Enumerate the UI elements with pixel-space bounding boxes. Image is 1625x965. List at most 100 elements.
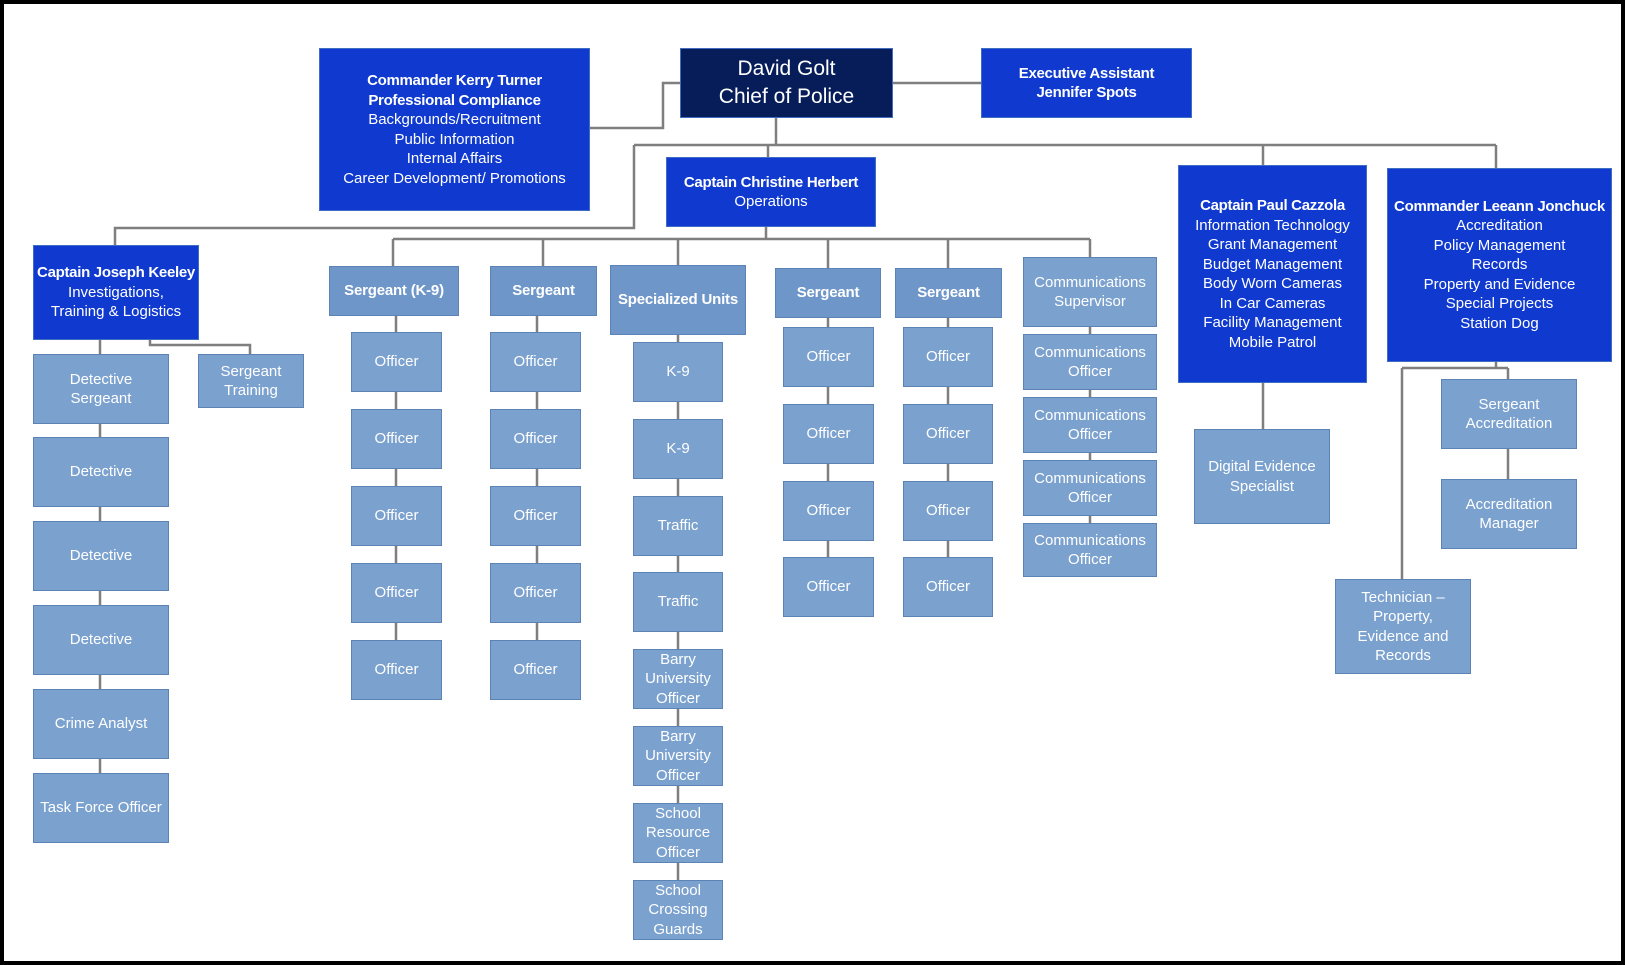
officer-box: Officer [783, 404, 874, 464]
cazzola-duty: Information Technology [1195, 216, 1350, 234]
unit-head-label: Specialized Units [618, 291, 738, 309]
unit-label: Communications Officer [1034, 469, 1146, 507]
connector-line [148, 340, 252, 354]
cazzola-duty: Mobile Patrol [1228, 333, 1317, 351]
task-force-officer-box: Task Force Officer [33, 773, 169, 843]
keeley-duty: Investigations, [68, 283, 164, 301]
communications-supervisor-box: Communications Supervisor [1023, 257, 1157, 327]
k9-unit-box: K-9 [633, 342, 723, 402]
sergeant-k9-box: Sergeant (K-9) [329, 266, 459, 316]
officer-box: Officer [903, 481, 993, 541]
unit-label: Officer [806, 425, 851, 443]
herbert-title: Operations [734, 193, 808, 210]
officer-box: Officer [903, 557, 993, 617]
unit-label: Officer [926, 502, 970, 520]
detective-box: Detective [33, 437, 169, 507]
unit-head-label: Sergeant [796, 284, 860, 302]
unit-label: Communications Officer [1034, 343, 1146, 381]
unit-label: Officer [926, 348, 970, 366]
communications-officer-box: Communications Officer [1023, 460, 1157, 516]
unit-label: Detective [69, 631, 133, 649]
communications-officer-box: Communications Officer [1023, 523, 1157, 577]
unit-label: Detective Sergeant [69, 370, 133, 408]
unit-label: Technician – Property, Evidence and Reco… [1357, 588, 1449, 665]
jonchuck-duty: Property and Evidence [1423, 275, 1576, 293]
traffic-unit-box: Traffic [633, 496, 723, 556]
unit-label: Task Force Officer [40, 799, 162, 817]
officer-box: Officer [903, 327, 993, 387]
unit-label: School Resource Officer [645, 804, 711, 861]
officer-box: Officer [351, 409, 442, 469]
jonchuck-duty: Station Dog [1460, 314, 1539, 332]
k9-unit-box: K-9 [633, 419, 723, 479]
captain-herbert-box: Captain Christine Herbert Operations [666, 157, 876, 227]
sergeant-box: Sergeant [490, 266, 597, 316]
unit-label: Officer [374, 430, 419, 448]
unit-label: Sergeant Accreditation [1465, 395, 1553, 433]
officer-box: Officer [490, 640, 581, 700]
unit-label: Traffic [657, 593, 699, 611]
sergeant-box: Sergeant [895, 268, 1002, 318]
unit-label: Traffic [657, 517, 699, 535]
unit-label: Barry University Officer [645, 727, 711, 784]
unit-head-label: Sergeant [512, 282, 575, 300]
officer-box: Officer [351, 563, 442, 623]
chief-box: David Golt Chief of Police [680, 48, 893, 118]
unit-label: Accreditation Manager [1465, 495, 1553, 533]
unit-label: Detective [69, 547, 133, 565]
turner-title: Professional Compliance [368, 91, 541, 109]
executive-assistant-box: Executive Assistant Jennifer Spots [981, 48, 1192, 118]
unit-label: Officer [374, 353, 419, 371]
officer-box: Officer [351, 486, 442, 546]
herbert-name: Captain Christine Herbert [683, 173, 859, 191]
cazzola-name: Captain Paul Cazzola [1200, 197, 1345, 214]
unit-label: Officer [374, 661, 419, 679]
cazzola-duty: In Car Cameras [1219, 294, 1326, 312]
school-resource-officer-box: School Resource Officer [633, 803, 723, 863]
barry-university-officer-box: Barry University Officer [633, 649, 723, 709]
officer-box: Officer [351, 332, 442, 392]
officer-box: Officer [351, 640, 442, 700]
captain-keeley-box: Captain Joseph Keeley Investigations, Tr… [33, 245, 199, 340]
officer-box: Officer [490, 409, 581, 469]
officer-box: Officer [783, 327, 874, 387]
chief-title: Chief of Police [718, 85, 855, 108]
specialized-units-box: Specialized Units [610, 265, 746, 335]
unit-label: School Crossing Guards [648, 881, 708, 938]
unit-label: Communications Officer [1034, 531, 1146, 569]
technician-property-evidence-records-box: Technician – Property, Evidence and Reco… [1335, 579, 1471, 674]
traffic-unit-box: Traffic [633, 572, 723, 632]
unit-label: Officer [926, 425, 970, 443]
unit-label: Barry University Officer [645, 650, 711, 707]
cazzola-duty: Facility Management [1203, 314, 1342, 331]
jonchuck-duty: Accreditation [1456, 217, 1543, 235]
turner-duty: Public Information [394, 130, 515, 148]
sergeant-accreditation-box: Sergeant Accreditation [1441, 379, 1577, 449]
communications-officer-box: Communications Officer [1023, 397, 1157, 453]
communications-officer-box: Communications Officer [1023, 334, 1157, 390]
executive-assistant-title: Executive Assistant [1018, 64, 1155, 82]
commander-turner-box: Commander Kerry Turner Professional Comp… [319, 48, 590, 211]
officer-box: Officer [490, 486, 581, 546]
unit-label: Crime Analyst [54, 715, 148, 733]
cazzola-duty: Body Worn Cameras [1203, 275, 1342, 292]
sergeant-box: Sergeant [775, 268, 881, 318]
unit-label: Officer [513, 661, 558, 679]
digital-evidence-specialist-box: Digital Evidence Specialist [1194, 429, 1330, 524]
officer-box: Officer [783, 481, 874, 541]
accreditation-manager-box: Accreditation Manager [1441, 479, 1577, 549]
executive-assistant-name: Jennifer Spots [1036, 84, 1137, 101]
unit-label: Communications Officer [1034, 406, 1146, 444]
barry-university-officer-box: Barry University Officer [633, 726, 723, 786]
unit-head-label: Sergeant [917, 284, 980, 302]
jonchuck-name: Commander Leeann Jonchuck [1394, 197, 1605, 215]
cazzola-duty: Budget Management [1202, 255, 1343, 273]
unit-label: Sergeant Training [220, 362, 282, 400]
turner-duty: Internal Affairs [406, 150, 503, 167]
officer-box: Officer [490, 332, 581, 392]
connector-line [113, 145, 636, 245]
jonchuck-duty: Policy Management [1433, 236, 1566, 254]
unit-label: Officer [374, 584, 419, 602]
keeley-duty: Training & Logistics [50, 303, 182, 321]
